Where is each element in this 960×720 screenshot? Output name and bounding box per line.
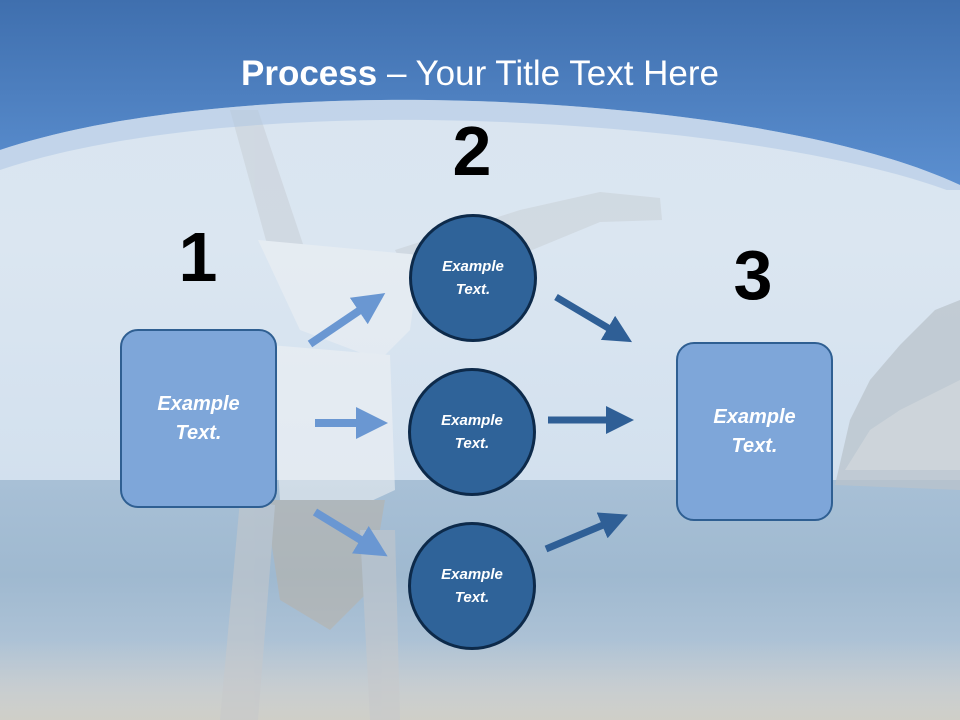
process-circle-bottom[interactable]: Example Text. <box>408 522 536 650</box>
circle-middle-text: Example Text. <box>441 412 503 452</box>
arrow-left-to-bottom <box>312 508 388 557</box>
step-number-1: 1 <box>178 218 218 296</box>
right-process-box[interactable]: Example Text. <box>676 342 833 521</box>
arrow-bottom-to-right <box>544 512 628 553</box>
left-process-box[interactable]: Example Text. <box>120 329 277 508</box>
right-box-text: Example Text. <box>713 405 796 457</box>
shore-area <box>0 640 960 720</box>
title-bold: Process <box>241 54 378 93</box>
circle-top-text: Example Text. <box>442 258 504 298</box>
header-shape <box>0 0 960 190</box>
arrow-left-to-top <box>307 293 386 348</box>
process-circle-top[interactable]: Example Text. <box>409 214 537 342</box>
step-number-2: 2 <box>452 112 492 190</box>
circle-bottom-text: Example Text. <box>441 566 503 606</box>
arrow-top-to-right <box>554 293 633 343</box>
step-number-3: 3 <box>733 236 773 314</box>
page-title: Process – Your Title Text Here <box>0 52 960 96</box>
process-circle-middle[interactable]: Example Text. <box>408 368 536 496</box>
left-box-text: Example Text. <box>157 392 240 444</box>
header-band: Process – Your Title Text Here <box>0 0 960 190</box>
title-rest: – Your Title Text Here <box>377 54 719 93</box>
